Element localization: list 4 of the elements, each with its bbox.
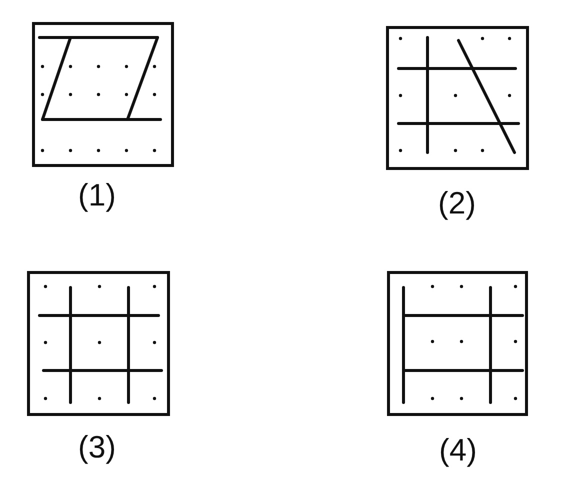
- figure-number: (3): [78, 432, 116, 462]
- figure-number: (2): [438, 188, 476, 218]
- figure-number: (4): [439, 434, 477, 466]
- figure-number: (1): [78, 180, 116, 210]
